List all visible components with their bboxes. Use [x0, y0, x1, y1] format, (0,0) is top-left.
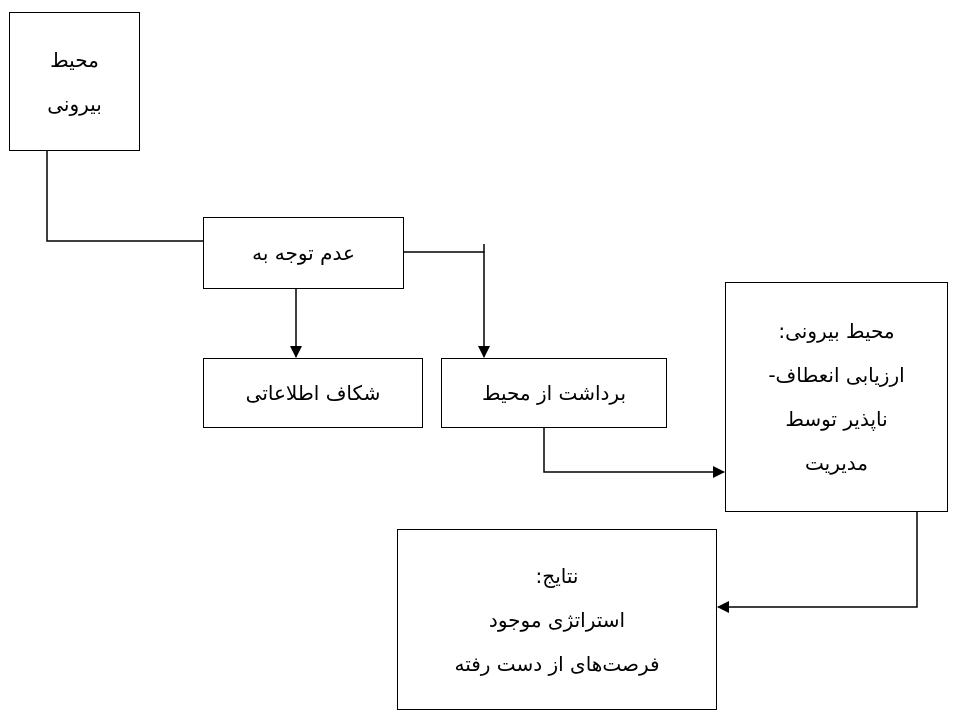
arrow-perception-to-assessment [543, 428, 725, 478]
connector-environment-to-inattention [46, 151, 203, 242]
box-text-line: ناپذیر توسط [785, 407, 888, 431]
arrow-assessment-to-results [717, 512, 918, 613]
box-text-line: شکاف اطلاعاتی [245, 381, 381, 405]
box-environment-perception: برداشت از محیط [441, 358, 667, 428]
box-information-gap: شکاف اطلاعاتی [203, 358, 423, 428]
box-external-environment: محیط بیرونی [9, 12, 140, 151]
box-text-line: محیط بیرونی: [778, 319, 895, 343]
box-text-line: ارزیابی انعطاف- [768, 363, 905, 387]
box-management-assessment: محیط بیرونی: ارزیابی انعطاف- ناپذیر توسط… [725, 282, 948, 512]
box-text-line: فرصت‌های از دست رفته [454, 651, 660, 676]
box-text-line: برداشت از محیط [481, 381, 627, 405]
arrow-inattention-to-perception [404, 251, 490, 358]
box-text-line: بیرونی [47, 91, 102, 116]
box-inattention: عدم توجه به [203, 217, 404, 289]
box-results: نتایج: استراتژی موجود فرصت‌های از دست رف… [397, 529, 717, 710]
box-text-line: محیط [50, 47, 99, 72]
box-text-line: استراتژی موجود [488, 607, 626, 632]
box-text-line: عدم توجه به [252, 241, 355, 265]
box-text-line: مدیریت [804, 451, 869, 475]
box-text-line: نتایج: [535, 563, 579, 588]
